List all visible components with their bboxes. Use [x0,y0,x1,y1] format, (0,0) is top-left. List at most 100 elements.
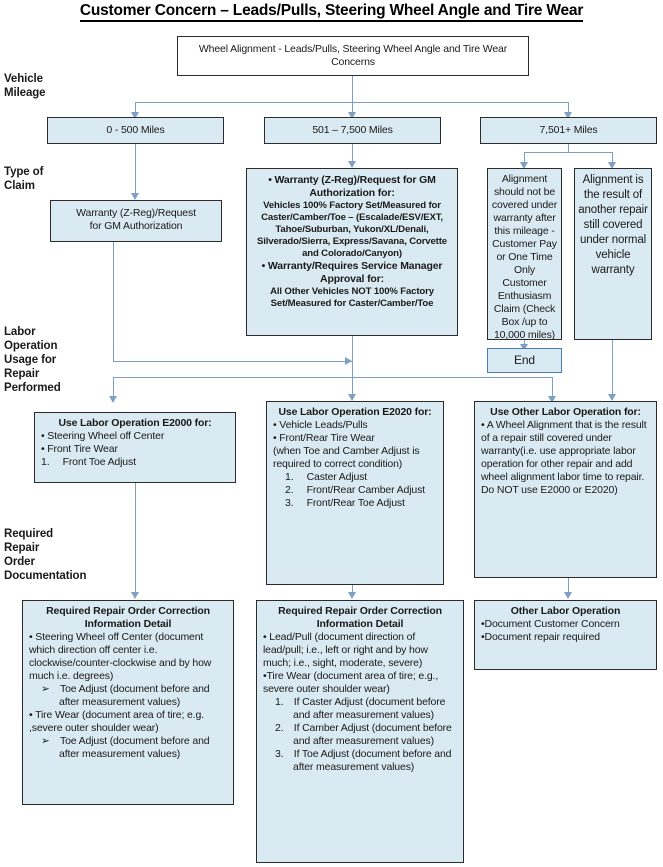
stage-label-line: Required Repair Order Documentation [4,528,87,582]
node-claim-high-not-covered[interactable]: Alignment should not be covered under wa… [487,168,562,341]
arrowhead-claim-low [131,193,139,200]
stage-label-required-repair: Required Repair Order Documentation [4,527,87,583]
connector-mid-to-claim [352,144,354,166]
node-doc-right[interactable]: Other Labor Operation •Document Customer… [474,600,657,670]
page-title: Customer Concern – Leads/Pulls, Steering… [0,2,663,22]
arrowhead-mileage-high [564,112,572,119]
node-labor-e2000-item-0: • Steering Wheel off Center [41,430,165,442]
connector-low-to-claim [135,144,137,197]
arrowhead-other-from-highb [608,394,616,401]
arrowhead-claim-mid [348,161,356,168]
connector-labor-bus [113,377,553,379]
node-mileage-7501-plus-label: 7,501+ Miles [539,124,598,136]
node-doc-right-title: Other Labor Operation [510,605,621,617]
node-doc-mid[interactable]: Required Repair Order Correction Informa… [256,600,464,863]
connector-high-a-drop [524,152,526,165]
node-labor-e2020[interactable]: Use Labor Operation E2020 for: • Vehicle… [266,401,444,585]
node-claim-warranty-zreg[interactable]: Warranty (Z-Reg)/Request for GM Authoriz… [50,200,222,242]
node-doc-mid-item-0: • Lead/Pull (document direction of lead/… [263,631,428,669]
node-labor-e2020-item-2: (when Toe and Camber Adjust is required … [273,445,420,470]
node-labor-e2000-title: Use Labor Operation E2000 for: [58,417,212,429]
connector-labor-e2000-drop [113,377,115,400]
node-labor-other[interactable]: Use Other Labor Operation for: • A Wheel… [474,401,657,578]
connector-mileage-mid-drop [352,102,354,115]
stage-label-type-of-claim: Type of Claim [4,165,43,193]
stage-label-line: Vehicle Mileage [4,73,46,99]
node-claim-warranty-zreg-line2: for GM Authorization [89,220,183,232]
node-mileage-0-500-label: 0 - 500 Miles [106,124,165,136]
node-labor-other-item-0: • A Wheel Alignment that is the result o… [481,419,647,496]
arrowhead-doc-left [131,592,139,599]
arrowhead-mileage-low [131,112,139,119]
page-title-text: Customer Concern – Leads/Pulls, Steering… [79,2,583,22]
connector-claimlow-to-mid-bus [113,361,353,363]
node-claim-mid-bullet1-title: • Warranty (Z-Reg)/Request for GM Author… [268,174,436,199]
connector-high-stem [568,144,570,153]
node-labor-e2020-item-5: 3. Front/Rear Toe Adjust [285,497,405,509]
node-start-text: Wheel Alignment - Leads/Pulls, Steering … [198,43,508,68]
node-claim-warranty-zreg-line1: Warranty (Z-Reg)/Request [76,207,196,219]
node-claim-mid-bullet2-body: All Other Vehicles NOT 100% Factory Set/… [270,286,434,309]
arrowhead-labor-e2000 [109,396,117,403]
node-mileage-0-500[interactable]: 0 - 500 Miles [47,117,224,144]
node-doc-left[interactable]: Required Repair Order Correction Informa… [22,600,234,805]
node-doc-left-item-2: • Tire Wear (document area of tire; e.g.… [29,709,204,734]
node-claim-mid-bullet2-title: • Warranty/Requires Service Manager Appr… [261,260,443,285]
node-doc-mid-item-3: 2. If Camber Adjust (document before and… [275,722,452,747]
connector-start-down [352,76,354,103]
node-labor-e2000-item-2: 1. Front Toe Adjust [41,456,136,468]
node-doc-left-item-1: ➢ Toe Adjust (document before and after … [41,683,210,708]
connector-mileage-high-drop [568,102,570,115]
node-doc-left-item-0: • Steering Wheel off Center (document wh… [29,631,212,682]
arrowhead-mileage-mid [348,112,356,119]
node-doc-mid-item-4: 3. If Toe Adjust (document before and af… [275,748,452,773]
arrowhead-end [520,344,528,351]
arrowhead-claim-high-a [520,162,528,169]
node-doc-right-item-0: •Document Customer Concern [481,618,620,630]
stage-label-line: Type of Claim [4,166,44,192]
node-labor-e2020-item-3: 1. Caster Adjust [285,471,368,483]
arrowhead-claimlow-merge [345,357,352,365]
connector-claimmid-down [352,336,354,400]
connector-labor-other-drop [552,377,554,400]
node-end-label: End [514,353,535,367]
arrowhead-labor-other [548,396,556,403]
node-end[interactable]: End [487,348,562,373]
node-doc-left-title: Required Repair Order Correction Informa… [46,605,210,630]
node-labor-e2020-title: Use Labor Operation E2020 for: [278,406,432,418]
arrowhead-doc-right [564,592,572,599]
connector-e2020-to-doc [352,585,354,597]
connector-other-to-doc [568,578,570,596]
arrowhead-claim-high-b [608,162,616,169]
arrowhead-doc-mid [348,592,356,599]
stage-label-line: Labor Operation Usage for Repair Perform… [4,326,61,394]
node-labor-other-title: Use Other Labor Operation for: [490,406,641,418]
node-labor-e2020-item-4: 2. Front/Rear Camber Adjust [285,484,425,496]
node-labor-e2020-item-0: • Vehicle Leads/Pulls [273,419,368,431]
node-labor-e2020-item-1: • Front/Rear Tire Wear [273,432,375,444]
node-mileage-7501-plus[interactable]: 7,501+ Miles [480,117,657,144]
node-mileage-501-7500-label: 501 – 7,500 Miles [312,124,393,136]
node-doc-left-item-3: ➢ Toe Adjust (document before and after … [41,735,210,760]
connector-high-b-drop [612,152,614,165]
node-claim-mid-bullet1-body: Vehicles 100% Factory Set/Measured for C… [257,200,447,259]
arrowhead-labor-e2020 [348,394,356,401]
node-claim-high-result-of-repair-text: Alignment is the result of another repai… [578,174,648,276]
node-claim-high-result-of-repair[interactable]: Alignment is the result of another repai… [574,168,652,340]
stage-label-labor-operation: Labor Operation Usage for Repair Perform… [4,325,61,395]
node-doc-right-item-1: •Document repair required [481,631,600,643]
connector-e2000-to-doc [135,483,137,596]
node-doc-mid-item-1: •Tire Wear (document area of tire; e.g.,… [263,670,439,695]
stage-label-vehicle-mileage: Vehicle Mileage [4,72,46,100]
node-claim-high-not-covered-text: Alignment should not be covered under wa… [491,173,558,341]
connector-claimlow-down [113,242,115,362]
node-start[interactable]: Wheel Alignment - Leads/Pulls, Steering … [177,36,529,76]
node-labor-e2000-item-1: • Front Tire Wear [41,443,118,455]
connector-mileage-low-drop [135,102,137,115]
connector-highb-to-other [612,340,614,400]
node-mileage-501-7500[interactable]: 501 – 7,500 Miles [264,117,441,144]
node-claim-mid[interactable]: • Warranty (Z-Reg)/Request for GM Author… [246,168,458,336]
node-doc-mid-title: Required Repair Order Correction Informa… [278,605,442,630]
node-labor-e2000[interactable]: Use Labor Operation E2000 for: • Steerin… [34,412,236,483]
